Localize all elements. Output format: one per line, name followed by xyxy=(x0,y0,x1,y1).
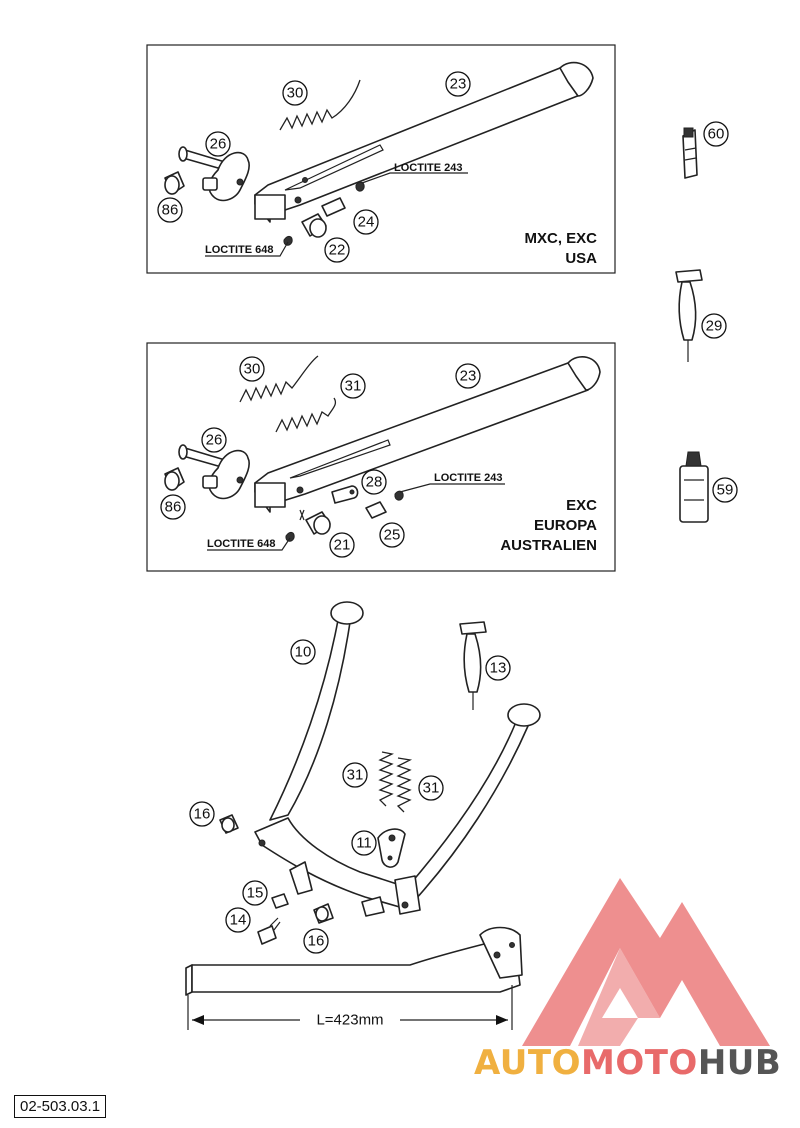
callout-16: 16 xyxy=(303,928,329,954)
region-label: MXC, EXC xyxy=(524,230,597,247)
watermark-hub: HUB xyxy=(697,1043,782,1083)
watermark-auto: AUTO xyxy=(474,1043,581,1083)
callout-15: 15 xyxy=(242,880,268,906)
svg-text:23: 23 xyxy=(460,368,477,385)
callout-21: 21 xyxy=(329,532,355,558)
screw-part xyxy=(321,181,365,217)
nut-part xyxy=(285,509,331,542)
svg-text:26: 26 xyxy=(206,432,223,449)
region-label: EUROPA xyxy=(534,517,597,534)
tool-part xyxy=(459,621,487,710)
length-dimension-label: L=423mm xyxy=(316,1012,383,1029)
bracket-part xyxy=(377,828,406,868)
tool-part xyxy=(675,269,703,362)
bracket-part xyxy=(331,485,359,504)
spring-part xyxy=(279,79,361,131)
svg-text:30: 30 xyxy=(287,85,304,102)
svg-text:25: 25 xyxy=(384,527,401,544)
callout-60: 60 xyxy=(703,121,729,147)
svg-text:59: 59 xyxy=(717,482,734,499)
callout-25: 25 xyxy=(379,522,405,548)
callout-22: 22 xyxy=(324,237,350,263)
callout-24: 24 xyxy=(353,209,379,235)
svg-text:14: 14 xyxy=(230,912,247,929)
washer-part xyxy=(164,467,185,491)
svg-text:16: 16 xyxy=(308,933,325,950)
callout-86: 86 xyxy=(160,494,186,520)
callout-26: 26 xyxy=(201,427,227,453)
loctite-243-note: LOCTITE 243 xyxy=(394,162,462,174)
callout-30: 30 xyxy=(239,356,265,382)
callout-86: 86 xyxy=(157,197,183,223)
callout-14: 14 xyxy=(225,907,251,933)
svg-text:26: 26 xyxy=(210,136,227,153)
callout-23: 23 xyxy=(455,363,481,389)
pivot-bolt-part xyxy=(178,146,250,202)
svg-text:10: 10 xyxy=(295,644,312,661)
region-label: AUSTRALIEN xyxy=(500,537,597,554)
svg-text:13: 13 xyxy=(490,660,507,677)
svg-text:86: 86 xyxy=(165,499,182,516)
callout-26: 26 xyxy=(205,131,231,157)
callout-16: 16 xyxy=(189,801,215,827)
center-stand-part xyxy=(254,601,541,917)
side-stand-part xyxy=(254,61,594,223)
automotohub-watermark: AUTOMOTOHUB xyxy=(474,1043,781,1083)
svg-text:31: 31 xyxy=(423,780,440,797)
washer-part xyxy=(164,171,185,195)
callout-28: 28 xyxy=(361,469,387,495)
screw-part xyxy=(365,490,404,519)
loctite-243-note: LOCTITE 243 xyxy=(434,472,502,484)
svg-text:30: 30 xyxy=(244,361,261,378)
nut-part xyxy=(283,213,327,246)
loctite-648-note: LOCTITE 648 xyxy=(207,538,275,550)
diagram-code-label: 02-503.03.1 xyxy=(14,1095,107,1118)
region-label: USA xyxy=(565,250,597,267)
svg-text:28: 28 xyxy=(366,474,383,491)
svg-text:22: 22 xyxy=(329,242,346,259)
callout-30: 30 xyxy=(282,80,308,106)
callout-31: 31 xyxy=(342,762,368,788)
loctite-bottle-part xyxy=(679,451,709,523)
loctite-tube-part xyxy=(682,127,698,179)
svg-text:23: 23 xyxy=(450,76,467,93)
callout-23: 23 xyxy=(445,71,471,97)
svg-text:31: 31 xyxy=(345,378,362,395)
nut-part xyxy=(219,814,334,945)
svg-text:24: 24 xyxy=(358,214,375,231)
side-stand-part xyxy=(254,356,601,513)
spring-part xyxy=(275,397,337,433)
callout-59: 59 xyxy=(712,477,738,503)
region-label: EXC xyxy=(566,497,597,514)
svg-text:15: 15 xyxy=(247,885,264,902)
svg-text:31: 31 xyxy=(347,767,364,784)
side-stand-length-drawing: L=423mm xyxy=(185,926,523,1030)
callout-29: 29 xyxy=(701,313,727,339)
svg-text:86: 86 xyxy=(162,202,179,219)
svg-text:11: 11 xyxy=(356,835,372,852)
callout-31: 31 xyxy=(340,373,366,399)
svg-text:60: 60 xyxy=(708,126,725,143)
callout-13: 13 xyxy=(485,655,511,681)
svg-text:16: 16 xyxy=(194,806,211,823)
spring-part xyxy=(378,751,413,813)
svg-text:21: 21 xyxy=(334,537,351,554)
panel-exc-europa-australien: 30 31 23 26 86 28 25 21 xyxy=(146,342,616,572)
watermark-moto: MOTO xyxy=(580,1043,698,1083)
panel-mxc-exc-usa: 30 23 26 86 24 22 LOCTITE 243 LOCTITE 64… xyxy=(146,44,616,274)
callout-10: 10 xyxy=(290,639,316,665)
pivot-bolt-part xyxy=(178,444,250,500)
spring-part xyxy=(239,355,319,403)
callout-31: 31 xyxy=(418,775,444,801)
automotohub-logo-icon xyxy=(522,878,770,1046)
svg-text:29: 29 xyxy=(706,318,723,335)
loctite-648-note: LOCTITE 648 xyxy=(205,244,273,256)
callout-11: 11 xyxy=(351,830,377,856)
